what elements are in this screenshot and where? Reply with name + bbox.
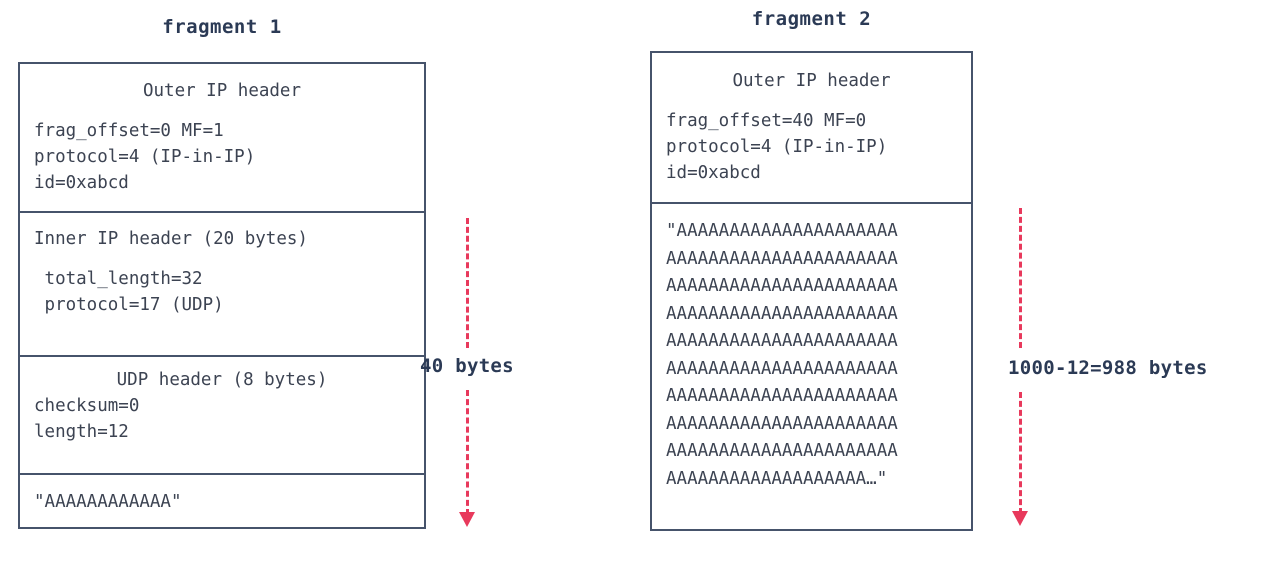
fragment-1-udp-header-section: UDP header (8 bytes) checksum=0 length=1… (20, 357, 424, 475)
outer-ip-header-heading: Outer IP header (142, 81, 302, 101)
right-arrow-label: 1000-12=988 bytes (1008, 357, 1208, 379)
fragment-1-payload-section: "AAAAAAAAAAAA" (20, 475, 424, 527)
udp-header-heading: UDP header (8 bytes) (116, 370, 328, 390)
payload-line: AAAAAAAAAAAAAAAAAAAAAA (666, 441, 898, 461)
payload-line: AAAAAAAAAAAAAAAAAAAAAA (666, 358, 898, 379)
inner-ip-header-heading: Inner IP header (20 bytes) (34, 229, 308, 249)
right-arrow-head-icon (1012, 511, 1028, 526)
payload-line: AAAAAAAAAAAAAAAAAAAAAA (666, 276, 898, 296)
left-arrow-dash-lower (466, 390, 469, 515)
fragment-2-outer-ip-header-section: Outer IP header frag_offset=40 MF=0 prot… (652, 53, 971, 204)
payload-line: AAAAAAAAAAAAAAAAAAAAAA (666, 386, 898, 406)
fragment-2-payload-section: "AAAAAAAAAAAAAAAAAAAAA AAAAAAAAAAAAAAAAA… (652, 204, 971, 529)
left-arrow-dash-upper (466, 218, 469, 348)
fragment-1-payload-text: "AAAAAAAAAAAA" (34, 492, 182, 512)
udp-checksum-field: checksum=0 (34, 396, 140, 416)
spacer (20, 252, 424, 266)
outer-ip-frag-offset-field: frag_offset=40 MF=0 (666, 111, 867, 131)
left-arrow-head-icon (459, 512, 475, 527)
right-arrow-dash-lower (1019, 392, 1022, 514)
spacer (20, 104, 424, 118)
right-arrow-dash-upper (1019, 208, 1022, 348)
payload-line: AAAAAAAAAAAAAAAAAAAAAA (666, 248, 898, 269)
fragment-1-outer-ip-header-section: Outer IP header frag_offset=0 MF=1 proto… (20, 64, 424, 213)
outer-ip-frag-offset-field: frag_offset=0 MF=1 (34, 121, 224, 141)
inner-ip-total-length-field: total_length=32 (34, 269, 203, 289)
outer-ip-id-field: id=0xabcd (666, 163, 761, 183)
payload-line: AAAAAAAAAAAAAAAAAAAAAA (666, 413, 898, 434)
outer-ip-protocol-field: protocol=4 (IP-in-IP) (666, 137, 888, 157)
outer-ip-protocol-field: protocol=4 (IP-in-IP) (34, 147, 256, 167)
payload-line: AAAAAAAAAAAAAAAAAAA…" (666, 468, 888, 489)
fragment-1-packet-box: Outer IP header frag_offset=0 MF=1 proto… (18, 62, 426, 529)
fragment-2-title: fragment 2 (751, 8, 872, 30)
inner-ip-protocol-field: protocol=17 (UDP) (34, 295, 224, 315)
payload-line: "AAAAAAAAAAAAAAAAAAAAA (666, 221, 898, 241)
spacer (652, 94, 971, 108)
payload-line: AAAAAAAAAAAAAAAAAAAAAA (666, 303, 898, 324)
udp-length-field: length=12 (34, 422, 129, 442)
outer-ip-id-field: id=0xabcd (34, 173, 129, 193)
fragment-2-packet-box: Outer IP header frag_offset=40 MF=0 prot… (650, 51, 973, 531)
payload-line: AAAAAAAAAAAAAAAAAAAAAA (666, 331, 898, 351)
outer-ip-header-heading: Outer IP header (732, 71, 891, 91)
left-arrow-label: 40 bytes (420, 355, 514, 377)
fragment-1-inner-ip-header-section: Inner IP header (20 bytes) total_length=… (20, 213, 424, 357)
fragment-1-title: fragment 1 (162, 16, 282, 38)
